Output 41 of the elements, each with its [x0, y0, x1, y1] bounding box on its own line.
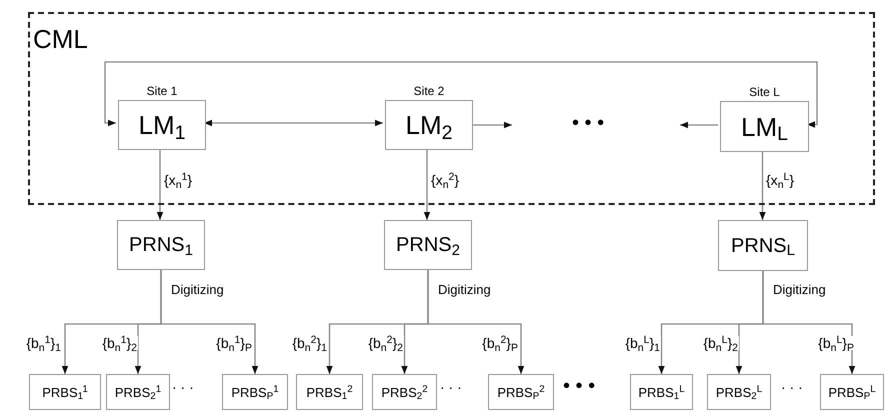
ellipsis: · · · — [440, 380, 462, 394]
box-label: PRNS$_{L}$ — [731, 236, 795, 256]
arrow — [759, 150, 766, 220]
arrow — [104, 61, 818, 128]
edge-label: {x$_{n}$$^{L}$} — [765, 173, 796, 187]
edge-label: {b$_{n}$$^{1}$}$_{P}$ — [215, 336, 253, 350]
box-label: PRNS$_{1}$ — [129, 235, 193, 255]
boundary-title: CML — [33, 26, 88, 52]
arrow — [427, 270, 524, 374]
box-label: LM$_{L}$ — [741, 114, 788, 140]
arrow — [204, 120, 383, 126]
ellipsis: · · · — [781, 380, 803, 394]
edge-label: {b$_{n}$$^{2}$}$_{1}$ — [291, 336, 328, 350]
box-label: PRNS$_{2}$ — [396, 235, 460, 255]
arrow — [762, 271, 856, 374]
edge-label: {b$_{n}$$^{1}$}$_{1}$ — [25, 336, 62, 350]
site-label: Site L — [749, 85, 780, 101]
box-label: LM$_{1}$ — [138, 112, 186, 138]
edge-label: {b$_{n}$$^{L}$}$_{2}$ — [702, 336, 739, 350]
arrow — [680, 122, 718, 128]
site-label: Site 1 — [146, 84, 178, 100]
ellipsis: • • • — [563, 376, 596, 396]
arrow — [424, 148, 430, 220]
edge-label: {b$_{n}$$^{1}$}$_{2}$ — [101, 336, 138, 350]
dashed-boundary — [28, 12, 875, 205]
edge-label: {b$_{n}$$^{2}$}$_{2}$ — [367, 336, 404, 350]
edge-label: {x$_{n}$$^{1}$} — [163, 173, 194, 187]
ellipsis: · · · — [172, 380, 194, 394]
arrow — [156, 148, 164, 220]
edge-label: {x$_{n}$$^{2}$} — [430, 173, 460, 187]
process-label: Digitizing — [773, 283, 826, 296]
box-label: LM$_{2}$ — [406, 112, 452, 138]
edge-label: {b$_{n}$$^{2}$}$_{P}$ — [481, 336, 519, 350]
ellipsis: • • • — [572, 113, 604, 133]
process-label: Digitizing — [171, 283, 224, 296]
arrow — [471, 122, 512, 128]
edge-label: {b$_{n}$$^{L}$}$_{P}$ — [817, 336, 855, 350]
process-label: Digitizing — [438, 283, 491, 296]
edge-label: {b$_{n}$$^{L}$}$_{1}$ — [624, 336, 661, 350]
arrow — [160, 270, 258, 374]
site-label: Site 2 — [414, 84, 444, 100]
